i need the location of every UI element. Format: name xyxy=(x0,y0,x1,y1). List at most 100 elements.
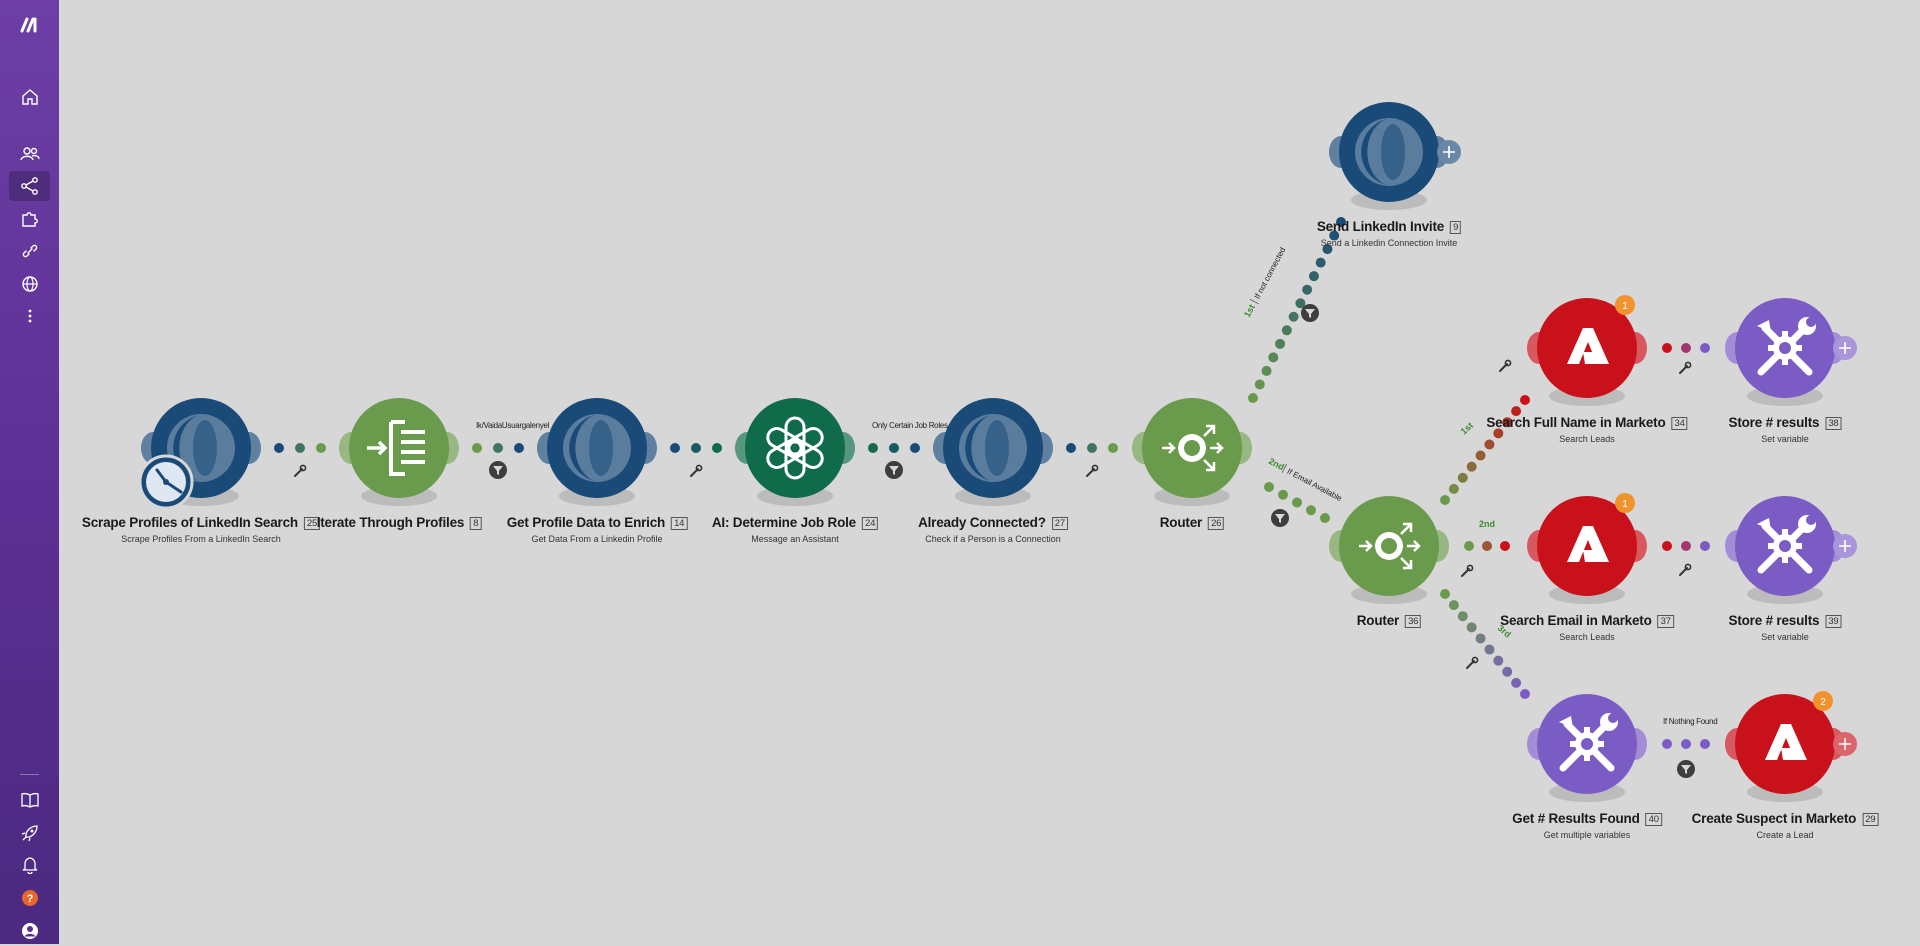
module-24[interactable] xyxy=(735,398,855,506)
connection-dot xyxy=(868,443,878,453)
module-circle[interactable] xyxy=(349,398,449,498)
crescent-inner xyxy=(985,420,1009,476)
module-39[interactable] xyxy=(1725,496,1845,604)
wrench-14-24[interactable] xyxy=(690,464,703,477)
connection-dot xyxy=(910,443,920,453)
route-label: If not connected xyxy=(1253,246,1288,300)
link-8-14[interactable] xyxy=(472,443,524,453)
module-29[interactable]: 2 xyxy=(1725,691,1845,802)
connection-dot xyxy=(1308,271,1319,282)
connection-dot xyxy=(1275,338,1286,349)
sidebar-item-team[interactable] xyxy=(9,139,50,169)
link-26-9[interactable] xyxy=(1248,217,1346,403)
module-title: Already Connected?27 xyxy=(918,515,1068,530)
link-icon xyxy=(22,244,37,258)
crescent-inner xyxy=(193,420,217,476)
route-label-36-37[interactable]: 2nd xyxy=(1479,519,1495,529)
module-circle[interactable] xyxy=(1537,496,1637,596)
more-vertical-icon xyxy=(28,309,31,323)
module-title-text: Store # results xyxy=(1728,613,1820,628)
filter-40-29[interactable] xyxy=(1677,760,1695,778)
module-14[interactable] xyxy=(537,398,657,506)
module-circle[interactable] xyxy=(1735,694,1835,794)
sidebar-item-scenarios[interactable] xyxy=(9,171,50,201)
add-module-button[interactable] xyxy=(1833,732,1857,756)
route-label-36-34[interactable]: 1st xyxy=(1459,420,1475,436)
module-27[interactable] xyxy=(933,398,1053,506)
sidebar-item-more[interactable] xyxy=(9,301,50,331)
link-26-36[interactable] xyxy=(1264,482,1330,523)
module-8[interactable] xyxy=(339,398,459,506)
link-36-34[interactable] xyxy=(1440,395,1530,505)
module-index: 8 xyxy=(470,517,482,530)
link-14-24[interactable] xyxy=(670,443,722,453)
tools-icon xyxy=(1757,515,1816,574)
sidebar-item-connections[interactable] xyxy=(9,236,50,266)
module-index: 14 xyxy=(671,517,688,530)
module-circle[interactable] xyxy=(745,398,845,498)
sidebar-item-templates[interactable] xyxy=(9,204,50,234)
sidebar-item-resources[interactable] xyxy=(9,785,50,815)
module-9[interactable] xyxy=(1329,102,1449,210)
module-37[interactable]: 1 xyxy=(1527,493,1647,604)
add-module-button[interactable] xyxy=(1833,534,1857,558)
wrench-34-38[interactable] xyxy=(1679,361,1692,374)
connection-dot xyxy=(1264,482,1274,492)
link-25-8[interactable] xyxy=(274,443,326,453)
filter-24-27[interactable] xyxy=(885,461,903,479)
wrench-27-26[interactable] xyxy=(1086,464,1099,477)
home-icon xyxy=(21,89,38,105)
wrench-36-34[interactable] xyxy=(1499,359,1512,372)
link-36-40[interactable] xyxy=(1440,589,1530,699)
sidebar-item-webhooks[interactable] xyxy=(9,269,50,299)
module-circle[interactable] xyxy=(1537,298,1637,398)
link-40-29[interactable] xyxy=(1662,739,1710,749)
sidebar-item-notifications[interactable] xyxy=(9,850,50,880)
crescent-shape xyxy=(569,415,595,481)
link-37-39[interactable] xyxy=(1662,541,1710,551)
sidebar-item-home[interactable] xyxy=(9,82,50,112)
filter-26-9[interactable] xyxy=(1301,304,1319,322)
sidebar-item-help[interactable]: ? xyxy=(9,883,50,913)
connection-dot xyxy=(1278,489,1288,500)
module-38[interactable] xyxy=(1725,298,1845,406)
wrench-25-8[interactable] xyxy=(294,464,307,477)
add-module-button[interactable] xyxy=(1437,140,1461,164)
filter-8-14[interactable] xyxy=(489,461,507,479)
add-module-button[interactable] xyxy=(1833,336,1857,360)
sidebar-item-whats-new[interactable] xyxy=(9,818,50,848)
module-40[interactable] xyxy=(1527,694,1647,802)
sidebar-item-profile[interactable] xyxy=(9,916,50,946)
filter-26-36[interactable] xyxy=(1271,509,1289,527)
module-36[interactable] xyxy=(1329,496,1449,604)
link-24-27[interactable] xyxy=(868,443,920,453)
connection-dot xyxy=(1662,541,1672,551)
module-title-text: Search Email in Marketo xyxy=(1500,613,1652,628)
wrench-36-37[interactable] xyxy=(1461,564,1474,577)
route-divider xyxy=(1249,298,1259,305)
module-34[interactable]: 1 xyxy=(1527,295,1647,406)
link-36-37[interactable] xyxy=(1464,541,1510,551)
module-26[interactable] xyxy=(1132,398,1252,506)
wrench-head xyxy=(299,464,307,472)
wrench-37-39[interactable] xyxy=(1679,563,1692,576)
connection-dot xyxy=(1306,505,1316,516)
link-34-38[interactable] xyxy=(1662,343,1710,353)
app-logo[interactable] xyxy=(9,10,50,40)
module-index: 39 xyxy=(1825,615,1842,628)
wrench-36-40[interactable] xyxy=(1466,656,1479,669)
schedule-clock-icon[interactable] xyxy=(138,454,194,510)
route-order: 2nd xyxy=(1267,456,1286,472)
connection-dot xyxy=(1681,739,1691,749)
link-27-26[interactable] xyxy=(1066,443,1118,453)
